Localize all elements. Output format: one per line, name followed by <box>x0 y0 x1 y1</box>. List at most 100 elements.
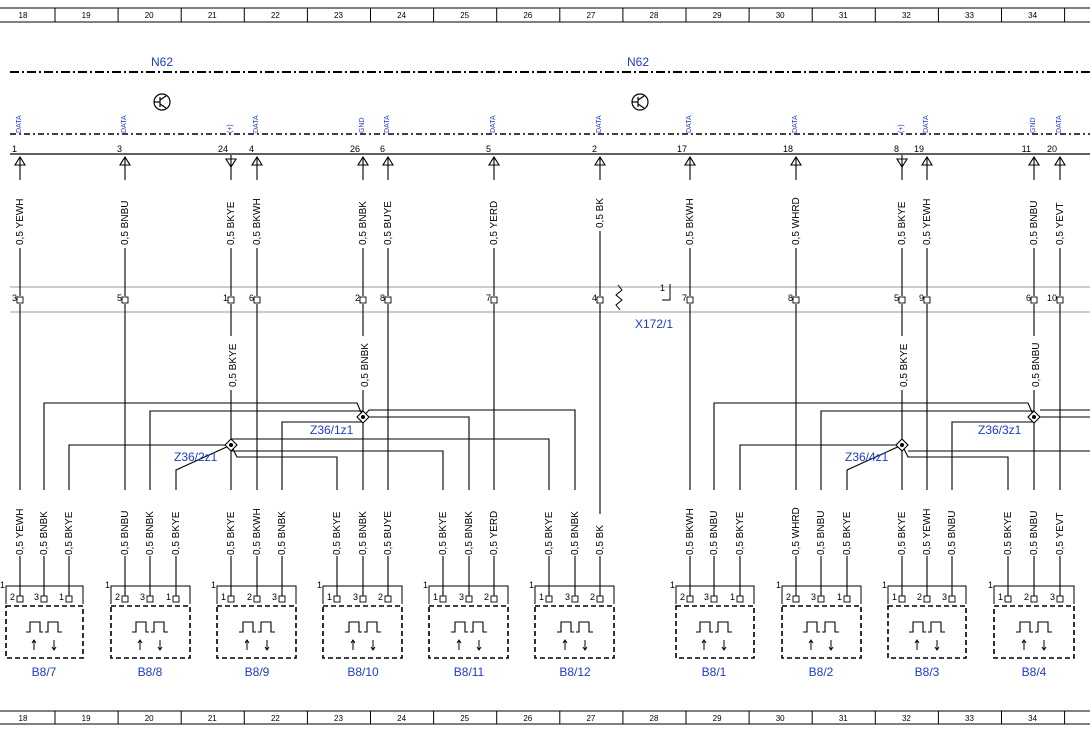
sensor-marker: 1 <box>105 580 110 590</box>
sensor-pin-number: 3 <box>272 592 277 602</box>
ultrasonic-sensor-icon <box>239 621 275 651</box>
grid-label: 34 <box>1028 714 1037 723</box>
grid-label: 32 <box>902 11 911 20</box>
grid-label: 18 <box>19 11 28 20</box>
connector-pin-number: 8 <box>788 293 793 303</box>
sensor-wire-label: 0,5 BKYE <box>332 511 343 555</box>
pin-number: 5 <box>486 144 491 154</box>
pin-number: 2 <box>592 144 597 154</box>
n62-pin: DATA 20 0,5 YEVT 10 <box>1047 115 1066 303</box>
sensor-pin-number: 2 <box>786 592 791 602</box>
sensor-name: B8/1 <box>702 665 727 679</box>
connector-pin-number: 6 <box>249 293 254 303</box>
connector-pin-number: 9 <box>919 293 924 303</box>
sensor-wire-label: 0,5 BKYE <box>842 511 853 555</box>
unit-label-n62-left: N62 <box>151 55 173 69</box>
connector-pin-number: 8 <box>380 293 385 303</box>
wire-label: 0,5 YERD <box>489 201 500 245</box>
pin-type-label: DATA <box>490 115 497 133</box>
wire-label: 0,5 WHRD <box>791 197 802 245</box>
pin-arrow-down-icon <box>225 155 237 169</box>
connector-pin-number: 5 <box>894 293 899 303</box>
wire-label: 0,5 BKWH <box>252 198 263 245</box>
grid-label: 20 <box>145 714 154 723</box>
n62-pin: (+) 8 0,5 BKYE 5 <box>894 124 908 303</box>
pin-type-label: (+) <box>898 124 905 133</box>
transistor-icon <box>631 93 649 111</box>
grid-label: 20 <box>145 11 154 20</box>
grid-label: 21 <box>208 11 217 20</box>
sensor-pin-number: 2 <box>590 592 595 602</box>
sensor-pin-number: 2 <box>484 592 489 602</box>
sensor-wire-label: 0,5 BNBK <box>570 511 581 555</box>
pin-number: 8 <box>894 144 899 154</box>
connector-pin-number: 7 <box>486 293 491 303</box>
connector-pin-number: 10 <box>1047 293 1057 303</box>
pin-number: 11 <box>1022 144 1031 154</box>
sensor-wire-label: 0,5 YERD <box>489 511 500 555</box>
sensor-wire-label: 0,5 BKYE <box>64 511 75 555</box>
wire-label: 0,5 BK <box>595 198 606 228</box>
sensor-wire-label: 0,5 BKYE <box>735 511 746 555</box>
pin-type-label: DATA <box>384 115 391 133</box>
sensor-marker: 1 <box>670 580 675 590</box>
sensor-name: B8/3 <box>915 665 940 679</box>
sensor-pin-number: 3 <box>565 592 570 602</box>
n62-pin: DATA 18 0,5 WHRD 8 <box>783 115 802 303</box>
pin-type-label: GND <box>359 117 366 133</box>
grid-label: 26 <box>523 11 532 20</box>
ultrasonic-sensor-icon <box>345 621 381 651</box>
mid-wire-label: 0,5 BKYE <box>228 343 239 387</box>
grid-label: 25 <box>460 11 469 20</box>
pin-arrow-up-icon <box>921 155 933 169</box>
ultrasonic-sensor-icon <box>803 621 839 651</box>
pin-arrow-up-icon <box>594 155 606 169</box>
grid-label: 18 <box>19 714 28 723</box>
mid-wire-label: 0,5 BKYE <box>899 343 910 387</box>
splice-label: Z36/2z1 <box>174 450 218 464</box>
grid-label: 19 <box>82 11 91 20</box>
pin-number: 6 <box>380 144 385 154</box>
grid-label: 30 <box>776 714 785 723</box>
splice-label: Z36/1z1 <box>310 423 354 437</box>
ultrasonic-sensor-icon <box>557 621 593 651</box>
pin-number: 26 <box>350 144 360 154</box>
grid-label: 22 <box>271 11 280 20</box>
connector-pin-number: 5 <box>117 293 122 303</box>
sensor-pin-number: 3 <box>459 592 464 602</box>
sensor-pin-number: 3 <box>704 592 709 602</box>
sensor-pin-number: 3 <box>140 592 145 602</box>
sensor-name: B8/8 <box>138 665 163 679</box>
wire-label: 0,5 BNBK <box>358 201 369 245</box>
grid-label: 19 <box>82 714 91 723</box>
pin-type-label: DATA <box>596 115 603 133</box>
sensor-wire-label: 0,5 BNBK <box>358 511 369 555</box>
grid-label: 29 <box>713 11 722 20</box>
connector-terminals <box>16 296 1064 304</box>
pin-type-label: DATA <box>923 115 930 133</box>
connector-pin-number: 2 <box>355 293 360 303</box>
grid-label: 24 <box>397 11 406 20</box>
pin-number: 3 <box>117 144 122 154</box>
ultrasonic-sensor-icon <box>696 621 732 651</box>
splice-node-icon <box>1027 410 1041 424</box>
wire-label: 0,5 YEWH <box>15 199 26 246</box>
grid-label: 34 <box>1028 11 1037 20</box>
sensor-pin-number: 2 <box>917 592 922 602</box>
pin-arrow-up-icon <box>14 155 26 169</box>
sensor-name: B8/4 <box>1022 665 1047 679</box>
grid-label: 33 <box>965 714 974 723</box>
transistor-icon <box>153 93 171 111</box>
sensor-wire-label: 0,5 YEWH <box>15 509 26 556</box>
wire-label: 0,5 BNBU <box>120 201 131 245</box>
pin-number: 4 <box>249 144 254 154</box>
sensor-marker: 1 <box>0 580 5 590</box>
splice-node-icon <box>356 410 370 424</box>
